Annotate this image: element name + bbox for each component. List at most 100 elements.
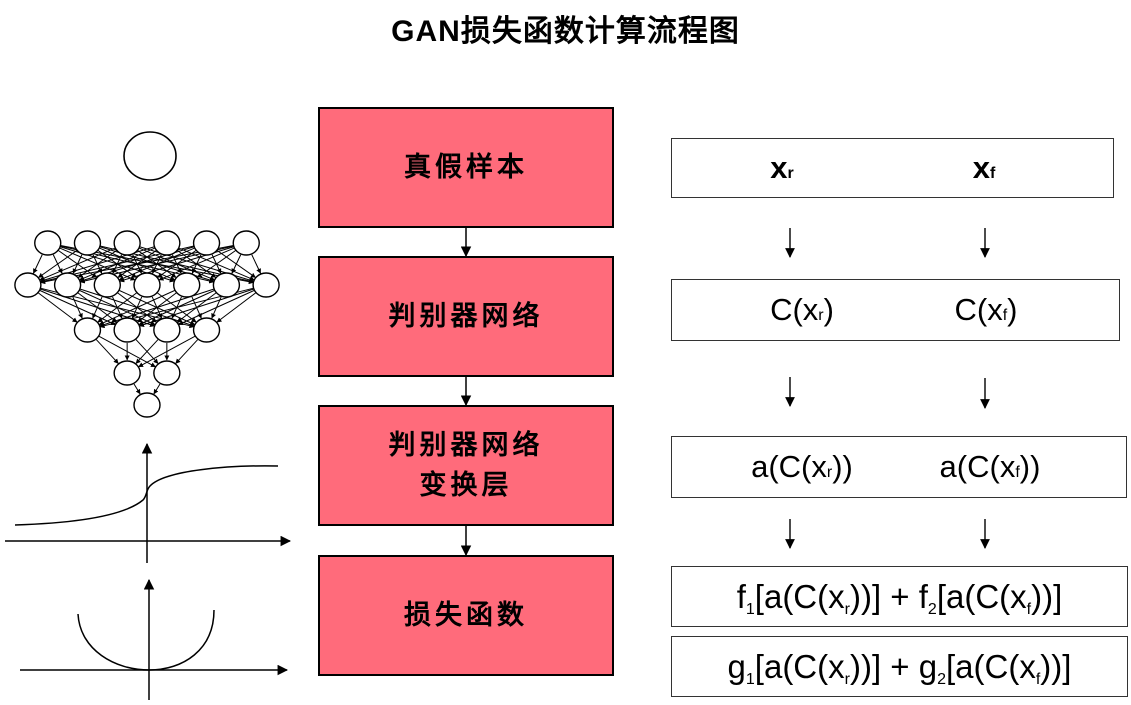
network-connection xyxy=(178,289,255,326)
network-node xyxy=(93,272,122,298)
formula-text: ) xyxy=(823,292,834,327)
loss-plot xyxy=(20,578,289,700)
formula-subscript: r xyxy=(844,600,850,618)
network-node xyxy=(252,272,280,298)
network-connection xyxy=(72,296,83,319)
formula-text: a(C(x xyxy=(939,449,1016,484)
network-connection xyxy=(251,254,261,274)
network-node xyxy=(73,317,102,343)
network-node xyxy=(153,230,181,256)
formula-subscript: 2 xyxy=(927,600,937,618)
formula-subscript: 1 xyxy=(745,670,755,688)
network-node xyxy=(153,317,181,343)
formula-subscript: f xyxy=(1015,464,1020,481)
network-connection xyxy=(97,292,137,323)
network-connection xyxy=(33,254,43,274)
network-connection xyxy=(98,289,176,326)
formula-text: [a(C(x xyxy=(946,647,1036,685)
network-connection xyxy=(92,296,103,319)
stage-label: 判别器网络 xyxy=(388,300,544,332)
formula-subscript: f xyxy=(1035,670,1041,688)
activation-plot xyxy=(5,442,292,563)
formula-subscript: 2 xyxy=(937,670,946,688)
network-connection xyxy=(37,292,78,323)
formula-box-loss-g: g1[a(C(xr))] + g2[a(C(xf))] xyxy=(671,636,1128,697)
network-node xyxy=(153,360,181,386)
network-connection xyxy=(175,339,199,364)
network-node xyxy=(133,392,161,418)
page-title: GAN损失函数计算流程图 xyxy=(0,6,1131,50)
formula-subscript: 1 xyxy=(745,600,755,618)
network-node xyxy=(192,317,221,343)
stage-loss-function: 损失函数 xyxy=(318,555,614,676)
stage-discriminator-network: 判别器网络 xyxy=(318,256,614,377)
stage-label-line1: 判别器网络 xyxy=(388,430,544,462)
formula-text: ))] xyxy=(1031,577,1063,615)
formula-text: g xyxy=(918,647,938,685)
network-connection xyxy=(231,254,242,274)
formula-box-loss-f: f1[a(C(xr))] + f2[a(C(xf))] xyxy=(671,566,1128,627)
formula-text: ))] + xyxy=(849,647,919,685)
formula-subscript: f xyxy=(1002,307,1008,324)
network-connection xyxy=(95,339,119,364)
network-connection xyxy=(39,247,116,281)
formula-subscript: r xyxy=(818,307,824,324)
stage-label: 真假样本 xyxy=(404,151,528,183)
network-connection xyxy=(138,335,196,368)
formula-subscript: f xyxy=(989,165,996,182)
formula-subscript: f xyxy=(1026,600,1032,618)
activation-curve xyxy=(14,465,279,526)
neural-network-icon xyxy=(14,230,280,418)
formula-text: f xyxy=(736,577,746,615)
network-connection xyxy=(38,250,78,278)
network-node xyxy=(113,230,141,256)
formula-text: ))] + xyxy=(849,577,919,615)
formula-text: a(C(x xyxy=(751,449,827,484)
network-node xyxy=(133,272,161,298)
network-connection xyxy=(99,288,215,327)
network-connection xyxy=(158,247,235,281)
network-node xyxy=(53,272,82,298)
network-node xyxy=(113,360,141,386)
formula-loss-f: f1[a(C(xr))] + f2[a(C(xf))] xyxy=(736,577,1063,618)
network-connection xyxy=(133,383,141,395)
formula-text: [a(C(x xyxy=(754,647,845,685)
network-node xyxy=(192,230,221,256)
stage-label: 损失函数 xyxy=(404,599,528,631)
formula-text: [a(C(x xyxy=(754,577,845,615)
formula-text: x xyxy=(972,150,990,185)
network-node xyxy=(34,230,62,256)
formula-text: )) xyxy=(1019,449,1041,484)
network-node xyxy=(212,272,241,298)
formula-text: C(x xyxy=(770,292,819,327)
title-latin: GAN xyxy=(391,15,461,48)
title-cjk: 损失函数计算流程图 xyxy=(460,14,740,49)
formula-subscript: r xyxy=(787,165,794,182)
stage-real-fake-samples: 真假样本 xyxy=(318,107,614,228)
network-connection xyxy=(216,292,257,323)
network-node xyxy=(172,272,201,298)
formula-text: )) xyxy=(832,449,853,484)
network-connection xyxy=(139,288,254,327)
formula-text: g xyxy=(727,647,746,685)
formula-loss-g: g1[a(C(xr))] + g2[a(C(xf))] xyxy=(727,647,1072,688)
neuron-icon xyxy=(123,131,177,181)
network-node xyxy=(14,272,42,298)
network-node xyxy=(113,317,141,343)
formula-subscript: r xyxy=(826,464,833,481)
formula-text: x xyxy=(770,150,788,185)
loss-curve xyxy=(77,609,215,671)
formula-text: ) xyxy=(1007,292,1018,327)
stage-discriminator-transform-layer: 判别器网络 变换层 xyxy=(318,405,614,526)
formula-text: C(x xyxy=(954,292,1003,327)
